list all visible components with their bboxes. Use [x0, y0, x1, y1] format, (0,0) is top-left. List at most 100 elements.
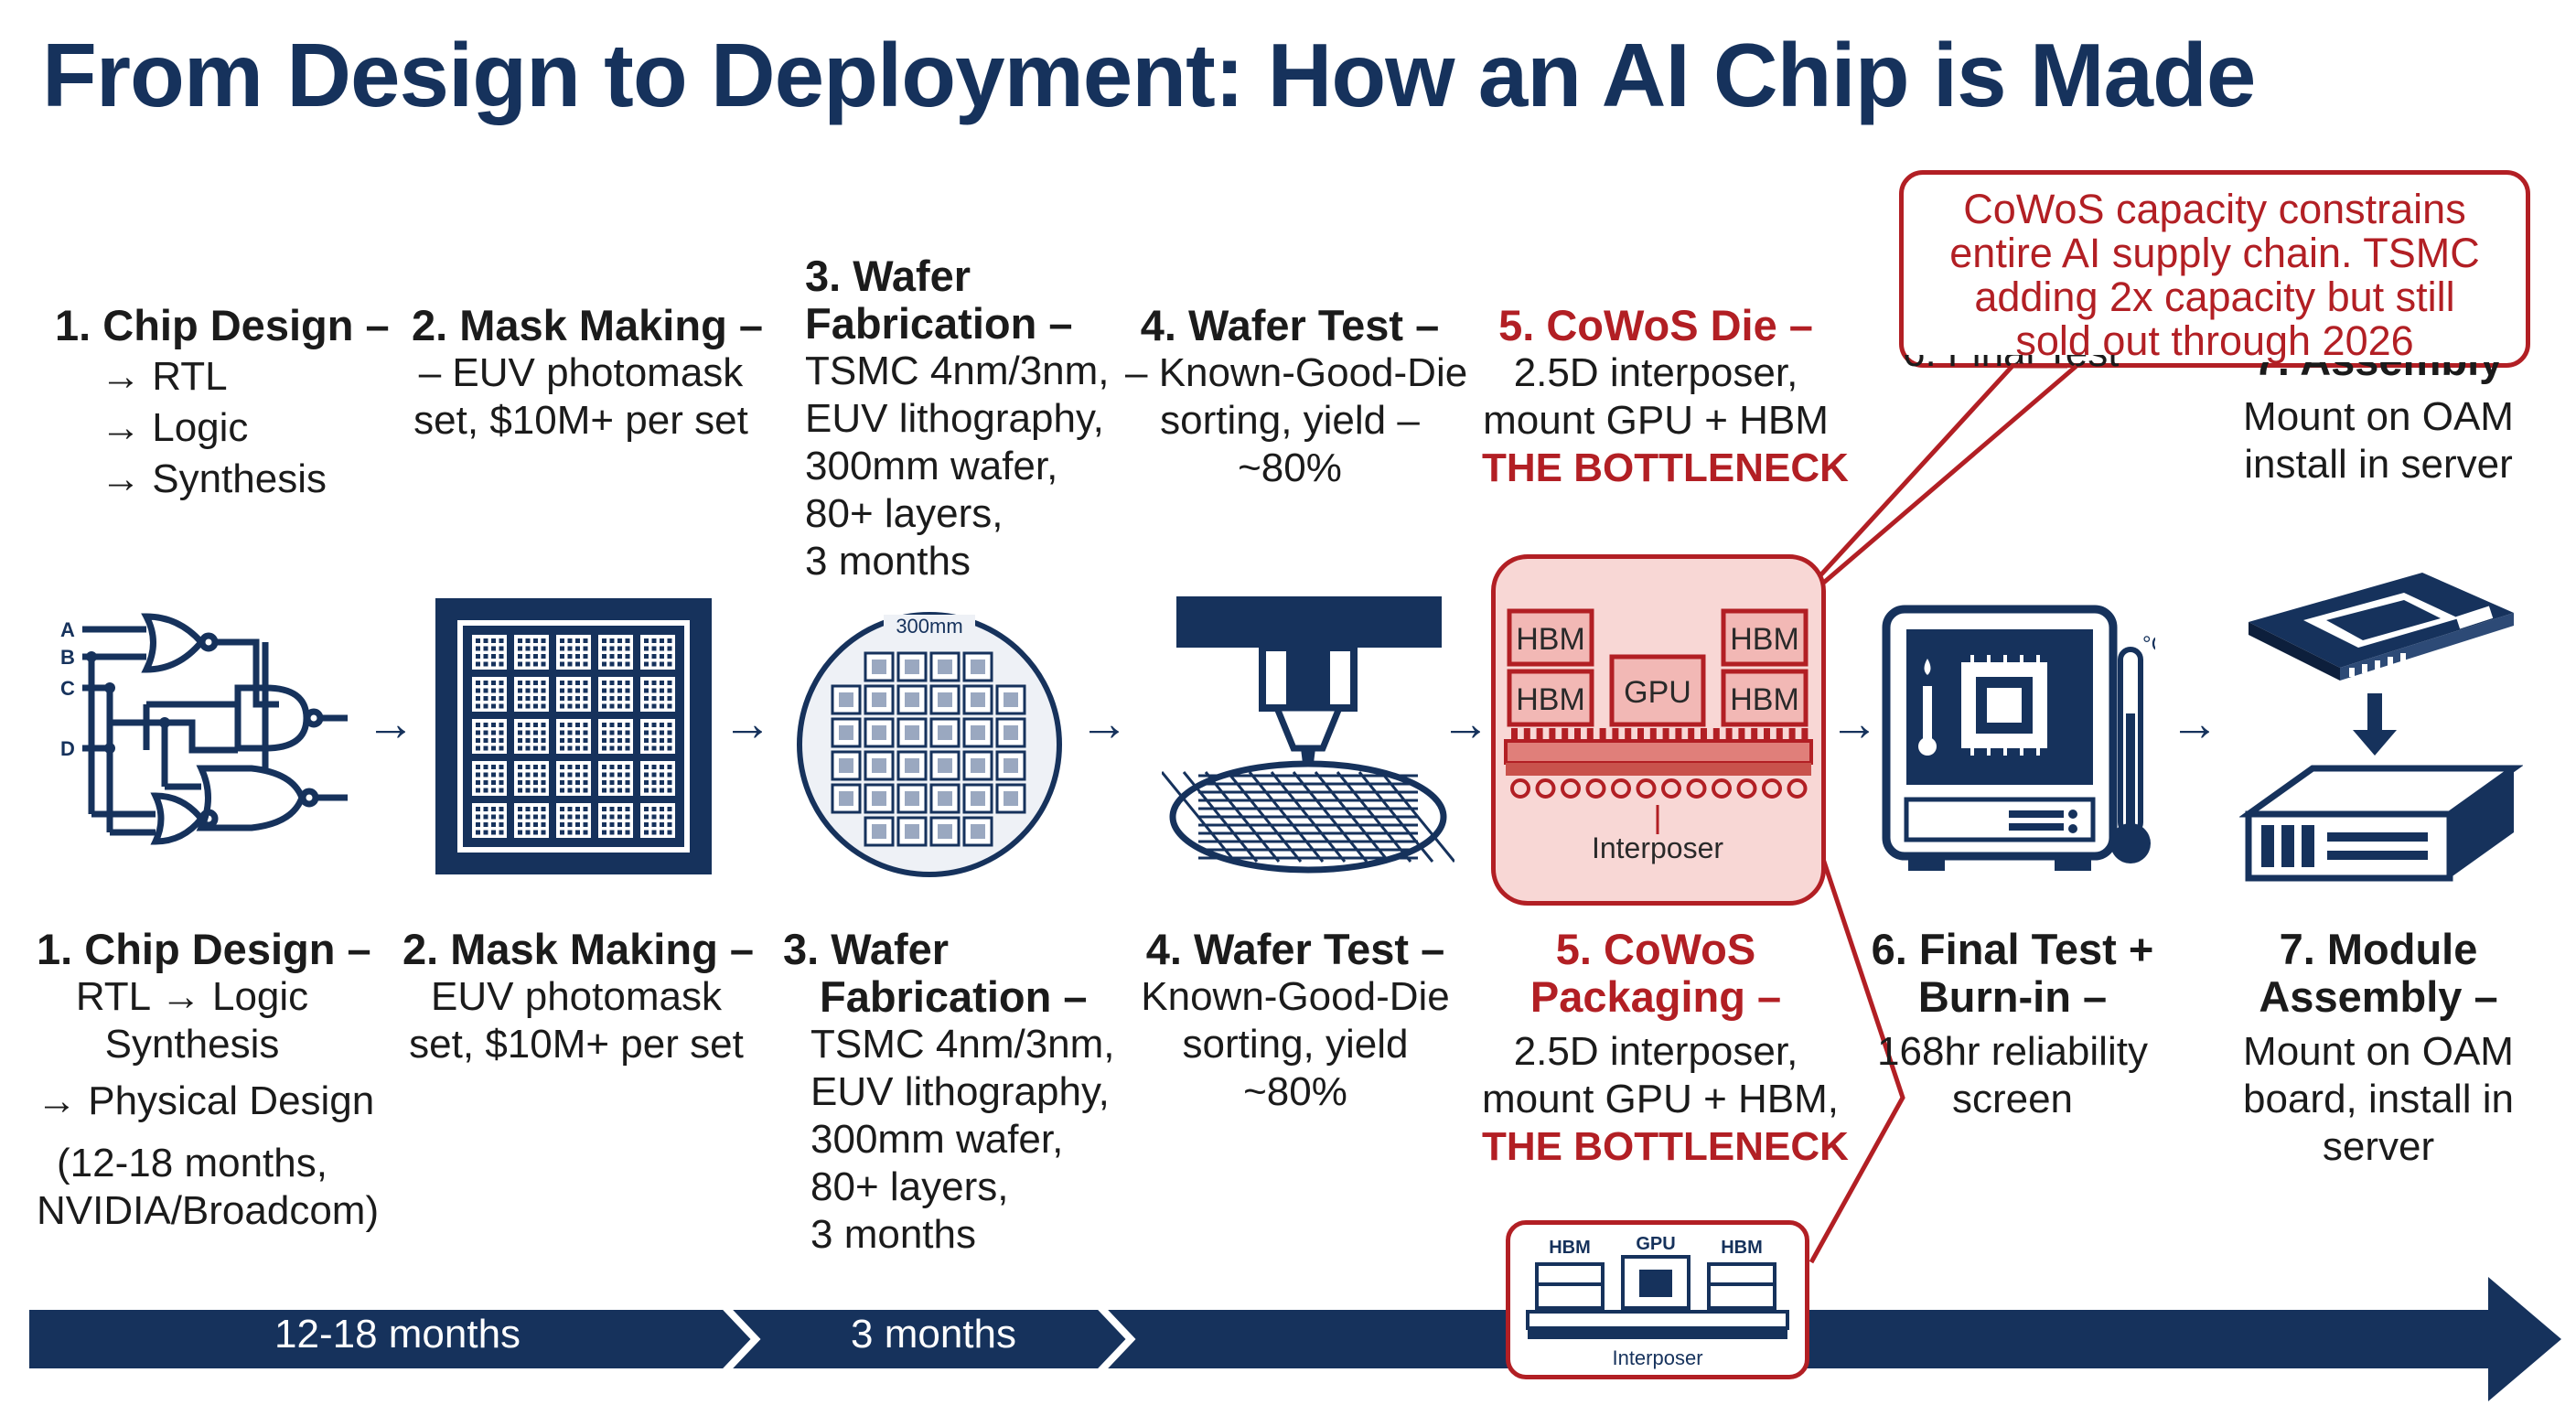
timeline-segment-label: 12-18 months	[274, 1312, 521, 1357]
chip-label: HBM	[1730, 622, 1799, 657]
top-stage-3: 3. Wafer Fabrication – TSMC 4nm/3nm, EUV…	[805, 252, 1110, 585]
callout-line: entire AI supply chain. TSMC	[1949, 230, 2480, 276]
bottom-stage-7: 7. Module Assembly – Mount on OAM board,…	[2223, 926, 2534, 1171]
input-label: D	[60, 737, 75, 760]
logic-gates-icon: A B C D	[60, 613, 348, 845]
stage-line: mount GPU + HBM,	[1482, 1077, 1840, 1121]
input-label: A	[60, 618, 75, 641]
photomask-icon	[435, 598, 712, 874]
stage-line: NVIDIA/Broadcom)	[37, 1188, 380, 1233]
chip-label: HBM	[1721, 1238, 1763, 1258]
stage-line: → Logic	[101, 405, 249, 450]
stage-heading: Burn-in –	[1917, 972, 2108, 1021]
bottom-stage-4: 4. Wafer Test – Known-Good-Die sorting, …	[1131, 926, 1460, 1116]
stage-line: sorting, yield	[1182, 1022, 1409, 1067]
bottleneck-callout: CoWoS capacity constrains entire AI supp…	[1899, 170, 2530, 368]
stage-line: 300mm wafer,	[805, 444, 1058, 488]
flow-arrow-icon: →	[2170, 696, 2219, 751]
flow-arrow-icon: →	[1441, 696, 1490, 751]
flow-arrow-icon: →	[1830, 696, 1879, 751]
stage-heading: 2. Mask Making –	[412, 301, 763, 349]
top-stage-1: 1. Chip Design – → RTL → Logic → Synthes…	[55, 302, 390, 503]
stage-line: server	[2322, 1124, 2435, 1169]
bottom-stage-3: 3. Wafer Fabrication – TSMC 4nm/3nm, EUV…	[783, 926, 1115, 1259]
celsius-label: °C	[2142, 632, 2155, 657]
stage-line: EUV photomask	[431, 974, 722, 1019]
flow-arrow-icon: →	[1079, 696, 1129, 751]
stage-line: Known-Good-Die	[1141, 974, 1450, 1019]
stage-heading: 3. Wafer	[805, 252, 971, 300]
mini-cowos-icon: HBM GPU HBM Interposer	[1526, 1234, 1789, 1369]
top-stage-4: 4. Wafer Test – – Known-Good-Die sorting…	[1125, 301, 1468, 492]
stage-line: screen	[1951, 1077, 2074, 1121]
stage-heading: 7. Module	[2279, 925, 2478, 973]
stage-heading: 3. Wafer	[783, 925, 950, 973]
callout-line: adding 2x capacity but still	[1974, 273, 2455, 320]
stage-line: RTL → Logic	[75, 974, 309, 1019]
flow-arrow-icon: →	[366, 696, 415, 751]
callout-line: sold out through 2026	[2015, 317, 2414, 364]
stage-line: → Synthesis	[101, 456, 327, 501]
bottom-stage-2: 2. Mask Making – EUV photomask set, $10M…	[402, 926, 754, 1068]
stage-heading: 5. CoWoS Die –	[1498, 301, 1813, 349]
stage-heading: 1. Chip Design –	[55, 301, 390, 349]
stage-line: set, $10M+ per set	[413, 398, 748, 443]
stage-line: → Physical Design	[37, 1078, 375, 1123]
stage-line: TSMC 4nm/3nm,	[805, 349, 1110, 393]
stage-heading: Assembly –	[2259, 972, 2498, 1021]
bottleneck-label: THE BOTTLENECK	[1482, 1124, 1849, 1169]
stage-line: 80+ layers,	[810, 1164, 1009, 1209]
chip-label: HBM	[1516, 622, 1585, 657]
stage-line: sorting, yield –	[1160, 398, 1420, 443]
stage-line: Mount on OAM	[2243, 1029, 2514, 1074]
stage-line: (12-18 months,	[57, 1141, 327, 1185]
stage-heading: 5. CoWoS	[1555, 925, 1756, 973]
interposer-label: Interposer	[1612, 1346, 1702, 1369]
stage-heading: 4. Wafer Test –	[1140, 301, 1440, 349]
stage-line: Synthesis	[104, 1022, 280, 1067]
flow-arrow-icon: →	[723, 696, 772, 751]
stage-line: 2.5D interposer,	[1513, 1029, 1798, 1074]
stage-heading: 4. Wafer Test –	[1145, 925, 1445, 973]
stage-heading: 7. Assembly	[2223, 362, 2534, 384]
callout-line: CoWoS capacity constrains	[1963, 186, 2466, 232]
stage-heading: 6. Final Test +	[1871, 925, 2154, 973]
stage-heading: 1. Chip Design –	[37, 925, 371, 973]
stage-line: ~80%	[1238, 445, 1342, 490]
stage-heading: Fabrication –	[820, 972, 1088, 1021]
interposer-label: Interposer	[1592, 831, 1723, 864]
stage-line: board, install in	[2243, 1077, 2514, 1121]
stage-line: – Known-Good-Die	[1125, 350, 1468, 395]
stage-line: 300mm wafer,	[810, 1117, 1064, 1162]
top-stage-7-partial: 7. Assembly	[2223, 362, 2534, 384]
wafer-icon: 300mm	[797, 612, 1062, 877]
stage-line: TSMC 4nm/3nm,	[810, 1022, 1115, 1067]
input-label: C	[60, 677, 75, 700]
burn-in-chamber-icon: °C	[1882, 605, 2155, 871]
chip-label: HBM	[1730, 682, 1799, 717]
stage-line: Mount on OAM	[2243, 394, 2514, 439]
top-stage-2: 2. Mask Making – – EUV photomask set, $1…	[412, 301, 763, 445]
module-server-icon	[2239, 573, 2523, 882]
stage-heading: Fabrication –	[805, 299, 1073, 348]
stage-line: – EUV photomask	[418, 350, 744, 395]
top-stage-7: Mount on OAM install in server	[2223, 393, 2534, 488]
bottom-stage-5: 5. CoWoS Packaging – 2.5D interposer, mo…	[1482, 925, 1849, 1171]
cowos-package-icon: HBM HBM GPU HBM HBM Interposer	[1504, 608, 1813, 864]
stage-line: install in server	[2244, 442, 2513, 487]
top-stage-5: 5. CoWoS Die – 2.5D interposer, mount GP…	[1482, 301, 1849, 492]
stage-line: 168hr reliability	[1877, 1029, 2148, 1074]
stage-line: EUV lithography,	[805, 396, 1104, 441]
wafer-size-label: 300mm	[896, 615, 962, 638]
wafer-probe-icon	[1162, 596, 1454, 874]
bottom-stage-1: 1. Chip Design – RTL → Logic Synthesis →…	[37, 925, 380, 1235]
stage-line: mount GPU + HBM	[1483, 398, 1829, 443]
stage-line: EUV lithography,	[810, 1069, 1110, 1114]
bottleneck-label: THE BOTTLENECK	[1482, 445, 1849, 490]
stage-heading: Packaging –	[1530, 972, 1782, 1021]
page-title: From Design to Deployment: How an AI Chi…	[42, 25, 2256, 125]
stage-line: → RTL	[101, 354, 228, 399]
bottom-stage-6: 6. Final Test + Burn-in – 168hr reliabil…	[1853, 926, 2172, 1123]
input-label: B	[60, 646, 75, 669]
